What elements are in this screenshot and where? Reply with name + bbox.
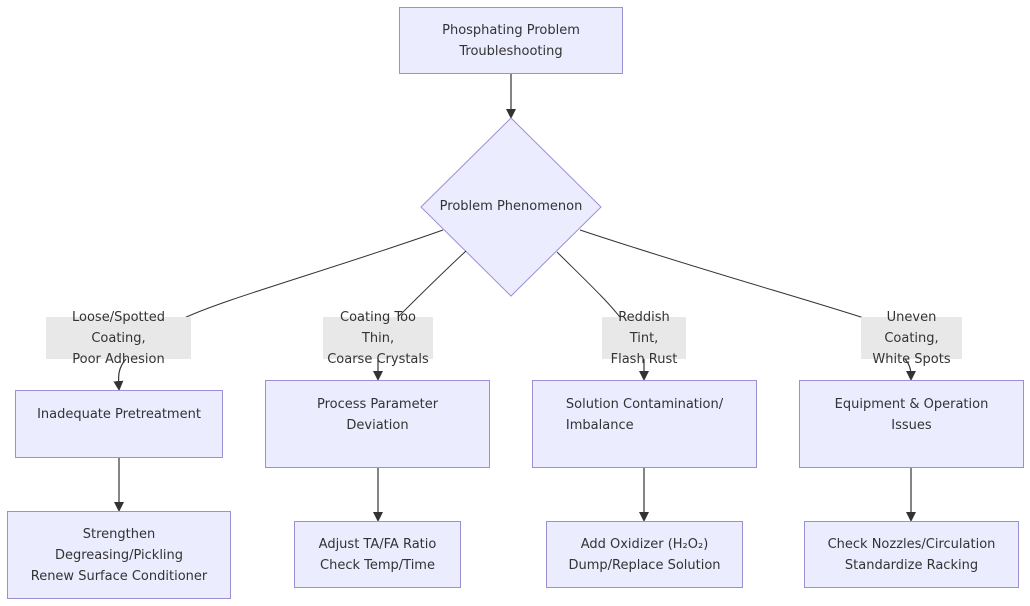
cause-1-line-1: Inadequate Pretreatment	[37, 407, 201, 422]
edge-decision-branch-3	[556, 251, 623, 321]
edge-decision-branch-4	[579, 229, 871, 321]
condition-1-line-2: Poor Adhesion	[72, 351, 165, 367]
condition-4-line-1: Uneven Coating,	[884, 309, 939, 346]
action-2-line-2: Check Temp/Time	[320, 557, 435, 573]
root-line-2: Troubleshooting	[459, 43, 563, 59]
root-line-1: Phosphating Problem	[442, 22, 580, 38]
cause-node-4: Equipment & Operation Issues	[799, 380, 1024, 468]
cause-4-line-2: Issues	[891, 418, 932, 433]
edge-condition-to-cause-1	[113, 358, 127, 391]
cause-node-2: Process Parameter Deviation	[265, 380, 490, 468]
condition-4-line-2: White Spots	[872, 351, 951, 367]
condition-label-2: Coating Too Thin, Coarse Crystals	[323, 310, 433, 367]
edge-condition-to-cause-4	[904, 358, 916, 381]
condition-label-3: Reddish Tint, Flash Rust	[602, 310, 686, 367]
action-1-line-1: Strengthen	[82, 526, 156, 542]
cause-3-line-2: Imbalance	[565, 418, 634, 433]
condition-label-4: Uneven Coating, White Spots	[861, 310, 962, 367]
edge-decision-branch-1	[179, 229, 444, 321]
condition-3-line-2: Flash Rust	[610, 351, 678, 367]
condition-2-line-2: Coarse Crystals	[327, 351, 429, 367]
cause-2-line-2: Deviation	[346, 418, 409, 433]
decision-label: Problem Phenomenon	[439, 199, 583, 214]
cause-4-line-1: Equipment & Operation	[834, 397, 989, 412]
action-1-line-2: Degreasing/Pickling	[54, 547, 184, 563]
action-node-2: Adjust TA/FA Ratio Check Temp/Time	[294, 521, 461, 588]
action-3-line-2: Dump/Replace Solution	[568, 557, 721, 573]
action-node-4: Check Nozzles/Circulation Standardize Ra…	[804, 521, 1019, 588]
cause-node-1: Inadequate Pretreatment	[15, 390, 223, 458]
action-node-3: Add Oxidizer (H₂O₂) Dump/Replace Solutio…	[546, 521, 743, 588]
action-node-1: Strengthen Degreasing/Pickling Renew Sur…	[7, 511, 231, 599]
action-3-line-1: Add Oxidizer (H₂O₂)	[580, 536, 709, 552]
condition-1-line-1: Loose/Spotted Coating,	[72, 309, 165, 346]
action-2-line-1: Adjust TA/FA Ratio	[318, 536, 437, 552]
action-4-line-1: Check Nozzles/Circulation	[827, 536, 996, 552]
cause-3-line-1: Solution Contamination/	[565, 397, 724, 412]
condition-2-line-1: Coating Too Thin,	[340, 309, 416, 346]
root-node: Phosphating Problem Troubleshooting	[399, 7, 623, 74]
cause-node-3: Solution Contamination/ Imbalance	[532, 380, 757, 468]
cause-2-line-1: Process Parameter	[316, 397, 439, 412]
action-1-line-3: Renew Surface Conditioner	[30, 568, 208, 584]
condition-label-1: Loose/Spotted Coating, Poor Adhesion	[46, 310, 191, 367]
action-4-line-2: Standardize Racking	[844, 557, 979, 573]
condition-3-line-1: Reddish Tint,	[618, 309, 670, 346]
edge-decision-branch-2	[394, 250, 467, 321]
